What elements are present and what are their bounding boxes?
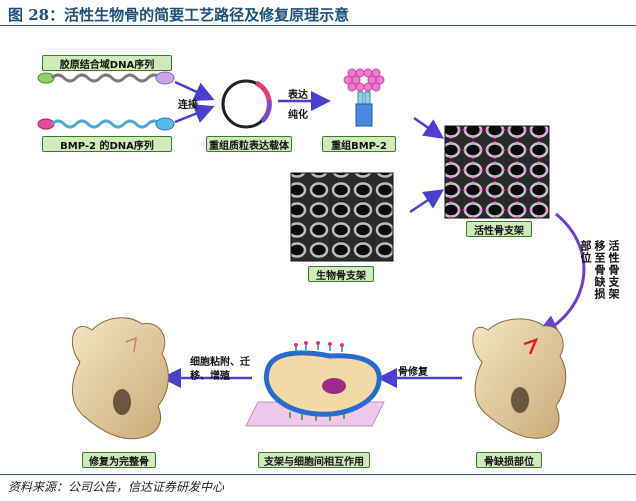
bmp2-dna-label: BMP-2 的DNA序列 [42,136,172,152]
figure-source: 资料来源：公司公告，信达证券研发中心 [8,480,225,494]
collagen-dna-strand [37,71,175,85]
purify-label: 纯化 [288,110,308,121]
complete-bone-label: 修复为完整骨 [82,452,156,468]
connect-label: 连接 [178,100,198,111]
interaction-label: 支架与细胞间相互作用 [258,452,370,468]
plasmid-icon [221,79,272,129]
title-rule [0,25,636,26]
complete-pelvis-image [71,317,169,440]
express-label: 表达 [288,90,308,101]
active-scaffold-image [444,125,550,219]
footer-rule [0,474,636,475]
defect-pelvis-image [472,318,567,439]
active-scaffold-label: 活性骨支架 [466,221,532,237]
cell-steps-label: 细胞粘附、迁移、增殖 [190,357,250,382]
rbmp2-label: 重组BMP-2 [322,136,396,152]
bone-repair-label: 骨修复 [398,367,428,378]
to-active-arrow-top [413,116,445,139]
to-active-arrow-bottom [409,189,445,214]
defect-site-label: 骨缺损部位 [476,452,542,468]
collagen-dna-label: 胶原结合域DNA序列 [42,55,172,71]
cell-scaffold-illustration [245,341,385,427]
transplant-label: 活性骨支架移至骨缺损部位 [579,240,620,300]
bmp2-dna-strand [37,117,175,131]
figure-title: 图 28：活性生物骨的简要工艺路径及修复原理示意 [8,6,350,24]
transplant-arrow [534,212,586,338]
rbmp2-molecule-icon [343,68,385,127]
bio-scaffold-label: 生物骨支架 [308,266,374,282]
connect-arrow-top [174,80,215,101]
vector-label: 重组质粒表达载体 [206,136,292,152]
connect-arrow-bottom [174,104,215,124]
bio-scaffold-image [290,172,394,262]
